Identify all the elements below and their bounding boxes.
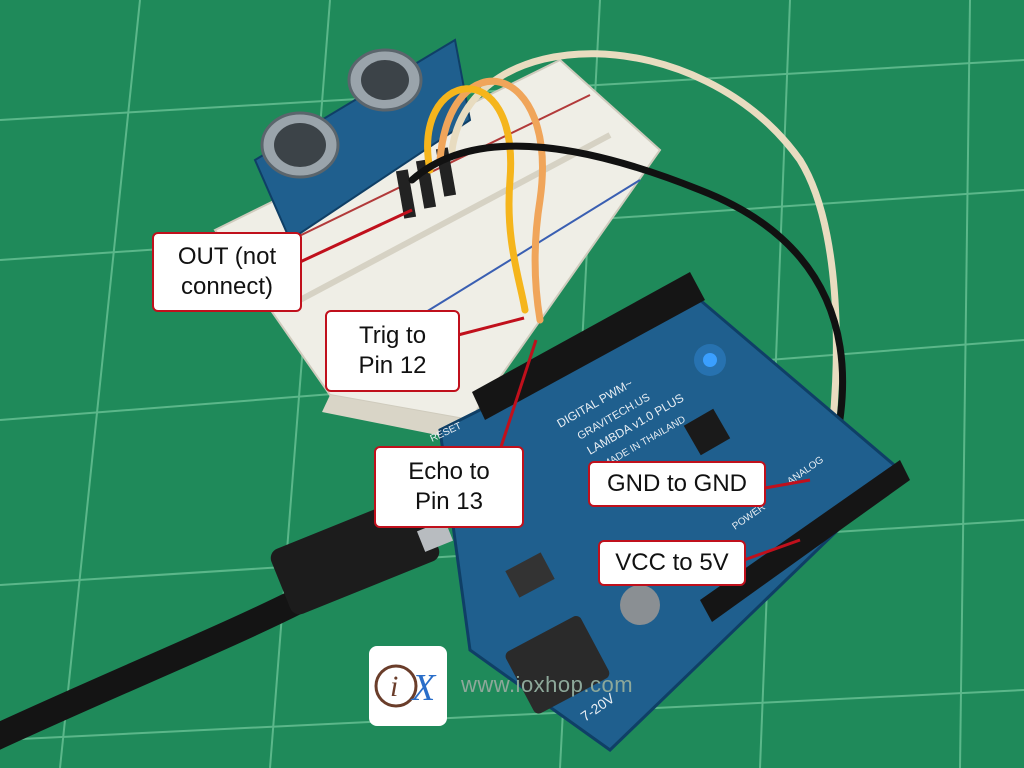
callout-echo: Echo to Pin 13 bbox=[374, 446, 524, 528]
callout-gnd: GND to GND bbox=[588, 461, 766, 507]
callout-trig: Trig to Pin 12 bbox=[325, 310, 460, 392]
callout-out-line1: OUT (not bbox=[177, 243, 277, 270]
callout-vcc-text: VCC to 5V bbox=[615, 549, 729, 576]
callout-out: OUT (not connect) bbox=[152, 232, 302, 312]
callout-pointers bbox=[299, 208, 811, 562]
led-blue bbox=[703, 353, 717, 367]
callout-vcc: VCC to 5V bbox=[598, 540, 746, 586]
svg-text:X: X bbox=[410, 667, 437, 709]
watermark-logo-mark: i X bbox=[374, 664, 437, 709]
ultrasonic-sensor bbox=[253, 38, 472, 242]
callout-echo-line2: Pin 13 bbox=[414, 488, 484, 515]
watermark-site: www.ioxhop.com bbox=[461, 672, 634, 697]
wire-yellow bbox=[424, 85, 529, 314]
wire-cream bbox=[448, 50, 840, 514]
arduino-board: DIGITAL PWM~ GRAVITECH.US LAMBDA v1.0 PL… bbox=[429, 272, 910, 752]
callout-echo-line1: Echo to bbox=[408, 458, 490, 485]
watermark-logo-tile bbox=[369, 646, 447, 726]
callout-trig-line2: Pin 12 bbox=[358, 352, 427, 379]
svg-text:i: i bbox=[390, 670, 398, 703]
callout-gnd-text: GND to GND bbox=[606, 470, 747, 497]
callout-trig-line1: Trig to bbox=[358, 322, 427, 349]
callout-out-line2: connect) bbox=[180, 273, 274, 300]
